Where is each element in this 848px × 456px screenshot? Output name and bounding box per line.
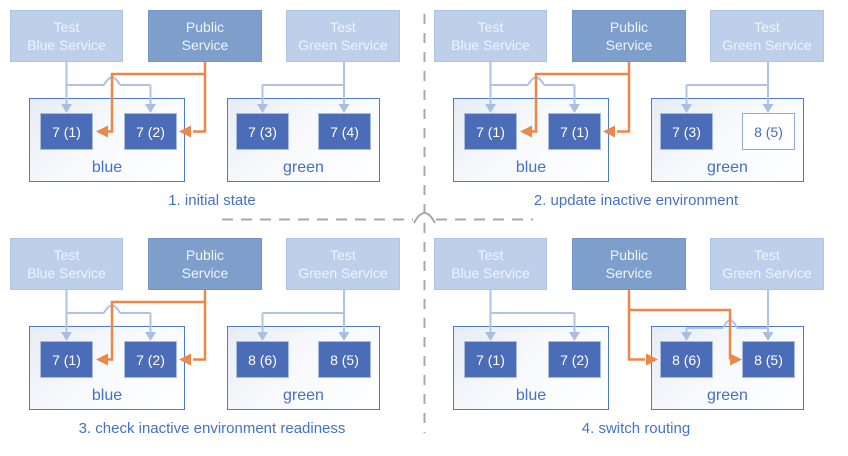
service-label-line: Test — [330, 18, 356, 35]
service-label: Test Blue Service — [451, 18, 530, 54]
service-label: Public Service — [606, 18, 653, 54]
service-label-line: Test — [53, 18, 80, 35]
environment-label: blue — [515, 159, 547, 176]
test-green-service-box: Test Green Service — [710, 238, 824, 290]
test-green-service-box: Test Green Service — [286, 10, 400, 62]
service-label: Test Green Service — [722, 246, 811, 282]
service-label-line: Green Service — [298, 37, 388, 53]
service-label-line: Service — [181, 265, 229, 281]
service-label-line: Service — [181, 37, 229, 53]
pod-replica-box: 7 (2) — [124, 341, 177, 378]
public-service-box: Public Service — [572, 10, 686, 62]
pod-replica-box: 7 (1) — [464, 341, 517, 378]
service-label: Test Green Service — [722, 18, 811, 54]
service-label: Test Blue Service — [27, 246, 106, 282]
service-label-line: Blue Service — [451, 265, 530, 281]
service-label-line: Test — [754, 18, 780, 35]
environment-label: blue — [515, 387, 547, 404]
service-label-line: Blue Service — [451, 37, 530, 53]
pod-replica-box: 8 (5) — [742, 341, 795, 378]
service-label-line: Service — [605, 37, 653, 53]
pod-replica-box: 7 (2) — [548, 341, 601, 378]
stage-caption: 3. check inactive environment readiness — [78, 420, 346, 437]
service-label: Test Blue Service — [451, 246, 530, 282]
deployment-stage-quadrant: blue green Test Blue Service Public Serv… — [424, 228, 848, 456]
pod-replica-box: 7 (1) — [548, 113, 601, 150]
environment-label: blue — [91, 159, 123, 176]
pod-replica-box: 8 (6) — [660, 341, 713, 378]
pod-replica-box: 8 (5) — [742, 113, 795, 150]
pod-replica-box: 7 (1) — [40, 113, 93, 150]
stage-caption: 1. initial state — [168, 192, 256, 209]
service-label: Public Service — [182, 246, 229, 282]
service-label: Test Green Service — [298, 18, 387, 54]
service-label-line: Green Service — [722, 265, 812, 281]
service-label: Public Service — [182, 18, 229, 54]
deployment-stage-quadrant: blue green Test Blue Service Public Serv… — [0, 228, 424, 456]
environment-label: green — [707, 387, 748, 404]
public-service-box: Public Service — [148, 238, 262, 290]
pod-replica-box: 7 (3) — [660, 113, 713, 150]
service-label-line: Blue Service — [27, 37, 106, 53]
environment-label: blue — [91, 387, 123, 404]
pod-replica-box: 8 (6) — [236, 341, 289, 378]
environment-label: green — [283, 387, 324, 404]
pod-replica-box: 8 (5) — [318, 341, 371, 378]
divider-crossing-hop-arc — [413, 212, 436, 224]
service-label-line: Public — [609, 18, 649, 35]
public-service-box: Public Service — [148, 10, 262, 62]
stage-caption: 2. update inactive environment — [533, 192, 739, 209]
service-label-line: Blue Service — [27, 265, 106, 281]
pod-replica-box: 7 (2) — [124, 113, 177, 150]
deployment-stage-quadrant: blue green Test Blue Service Public Serv… — [0, 0, 424, 228]
service-label-line: Test — [477, 18, 504, 35]
stage-caption: 4. switch routing — [581, 420, 691, 437]
public-service-box: Public Service — [572, 238, 686, 290]
service-label-line: Public — [609, 246, 649, 263]
service-label-line: Test — [477, 246, 504, 263]
service-label-line: Public — [185, 246, 225, 263]
pod-replica-box: 7 (3) — [236, 113, 289, 150]
test-green-service-box: Test Green Service — [710, 10, 824, 62]
service-label-line: Test — [53, 246, 80, 263]
service-label: Test Blue Service — [27, 18, 106, 54]
test-blue-service-box: Test Blue Service — [10, 10, 123, 62]
service-label-line: Service — [605, 265, 653, 281]
service-label: Public Service — [606, 246, 653, 282]
test-blue-service-box: Test Blue Service — [10, 238, 123, 290]
pod-replica-box: 7 (1) — [464, 113, 517, 150]
service-label-line: Test — [754, 246, 780, 263]
test-blue-service-box: Test Blue Service — [434, 238, 547, 290]
service-label: Test Green Service — [298, 246, 387, 282]
service-label-line: Public — [185, 18, 225, 35]
environment-label: green — [283, 159, 324, 176]
pod-replica-box: 7 (1) — [40, 341, 93, 378]
environment-label: green — [707, 159, 748, 176]
test-blue-service-box: Test Blue Service — [434, 10, 547, 62]
service-label-line: Test — [330, 246, 356, 263]
service-label-line: Green Service — [722, 37, 812, 53]
service-label-line: Green Service — [298, 265, 388, 281]
test-green-service-box: Test Green Service — [286, 238, 400, 290]
deployment-stage-quadrant: blue green Test Blue Service Public Serv… — [424, 0, 848, 228]
pod-replica-box: 7 (4) — [318, 113, 371, 150]
